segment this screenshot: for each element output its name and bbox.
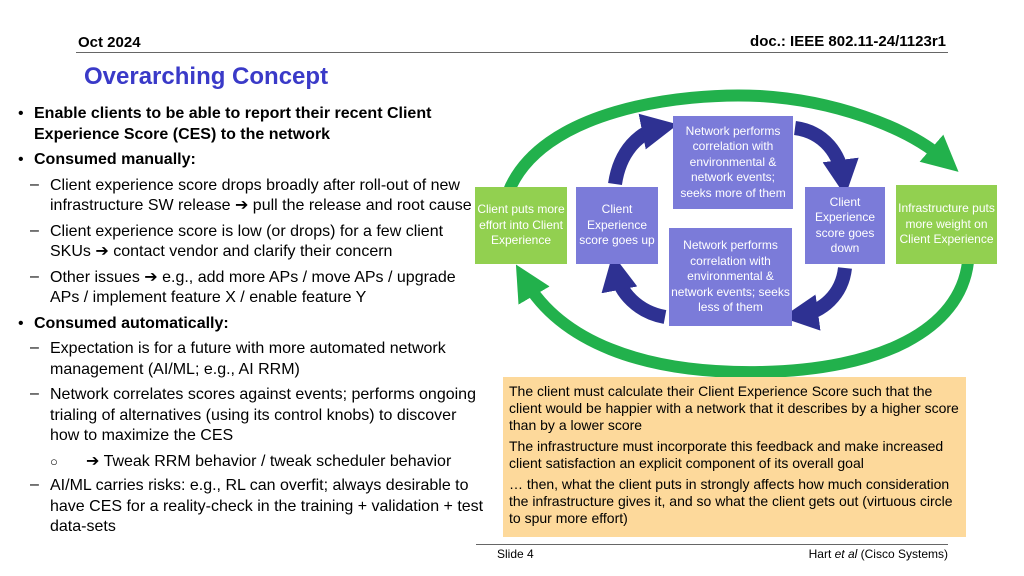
bullet-dot-icon: • [18,105,24,122]
dash-icon: – [30,339,39,356]
navy-arrow-network-to-down [793,121,859,197]
slide-title: Overarching Concept [84,63,329,90]
dash-icon: – [30,175,39,193]
header-divider [76,52,948,53]
note-paragraph-infrastructure: The infrastructure must incorporate this… [509,438,944,471]
box-client-puts-effort: Client puts more effort into Client Expe… [475,187,567,264]
dash-icon: – [30,476,39,493]
box-network-seeks-less: Network performs correlation with enviro… [669,228,792,326]
sub-bullet-correlates: –Network correlates scores against event… [30,385,476,444]
dash-icon: – [30,221,39,239]
sub-sub-bullet-tweak: ○➔ Tweak RRM behavior / tweak scheduler … [16,452,486,473]
navy-arrow-network-to-up [601,254,667,324]
sub-bullet-other-issues: –Other issues ➔ e.g., add more APs / mov… [30,267,456,307]
navy-arrow-down-to-network [781,266,852,331]
bullet-enable-ces: •Enable clients to be able to report the… [18,105,432,143]
sub-bullet-aiml-risks: –AI/ML carries risks: e.g., RL can overf… [30,476,484,535]
bullet-list: •Enable clients to be able to report the… [16,104,486,543]
header-doc-id: doc.: IEEE 802.11-24/1123r1 [750,33,946,50]
note-paragraph-client: The client must calculate their Client E… [509,383,959,433]
dash-icon: – [30,385,39,402]
bullet-consumed-automatically: •Consumed automatically: [16,314,486,335]
footer-author: Hart et al (Cisco Systems) [808,547,948,561]
sub-bullet-rollout: –Client experience score drops broadly a… [30,175,472,215]
box-network-seeks-more: Network performs correlation with enviro… [673,116,793,209]
box-score-goes-up: Client Experience score goes up [576,187,658,264]
note-paragraph-virtuous-circle: … then, what the client puts in strongly… [509,476,953,526]
sub-bullet-client-skus: –Client experience score is low (or drop… [30,221,444,261]
box-infrastructure-weight: Infrastructure puts more weight on Clien… [896,185,997,264]
sub-bullet-expectation: –Expectation is for a future with more a… [30,339,446,378]
bullet-consumed-manually: •Consumed manually: [16,150,486,171]
dash-icon: – [30,267,39,285]
box-score-goes-down: Client Experience score goes down [805,187,885,264]
bullet-dot-icon: • [18,314,24,332]
footer-divider [476,544,948,545]
explanation-note: The client must calculate their Client E… [503,377,966,537]
bullet-dot-icon: • [18,151,24,168]
header-date: Oct 2024 [78,34,141,51]
footer-slide-number: Slide 4 [497,547,534,561]
navy-arrow-up-to-network [608,113,678,186]
circle-bullet-icon: ○ [50,453,58,469]
